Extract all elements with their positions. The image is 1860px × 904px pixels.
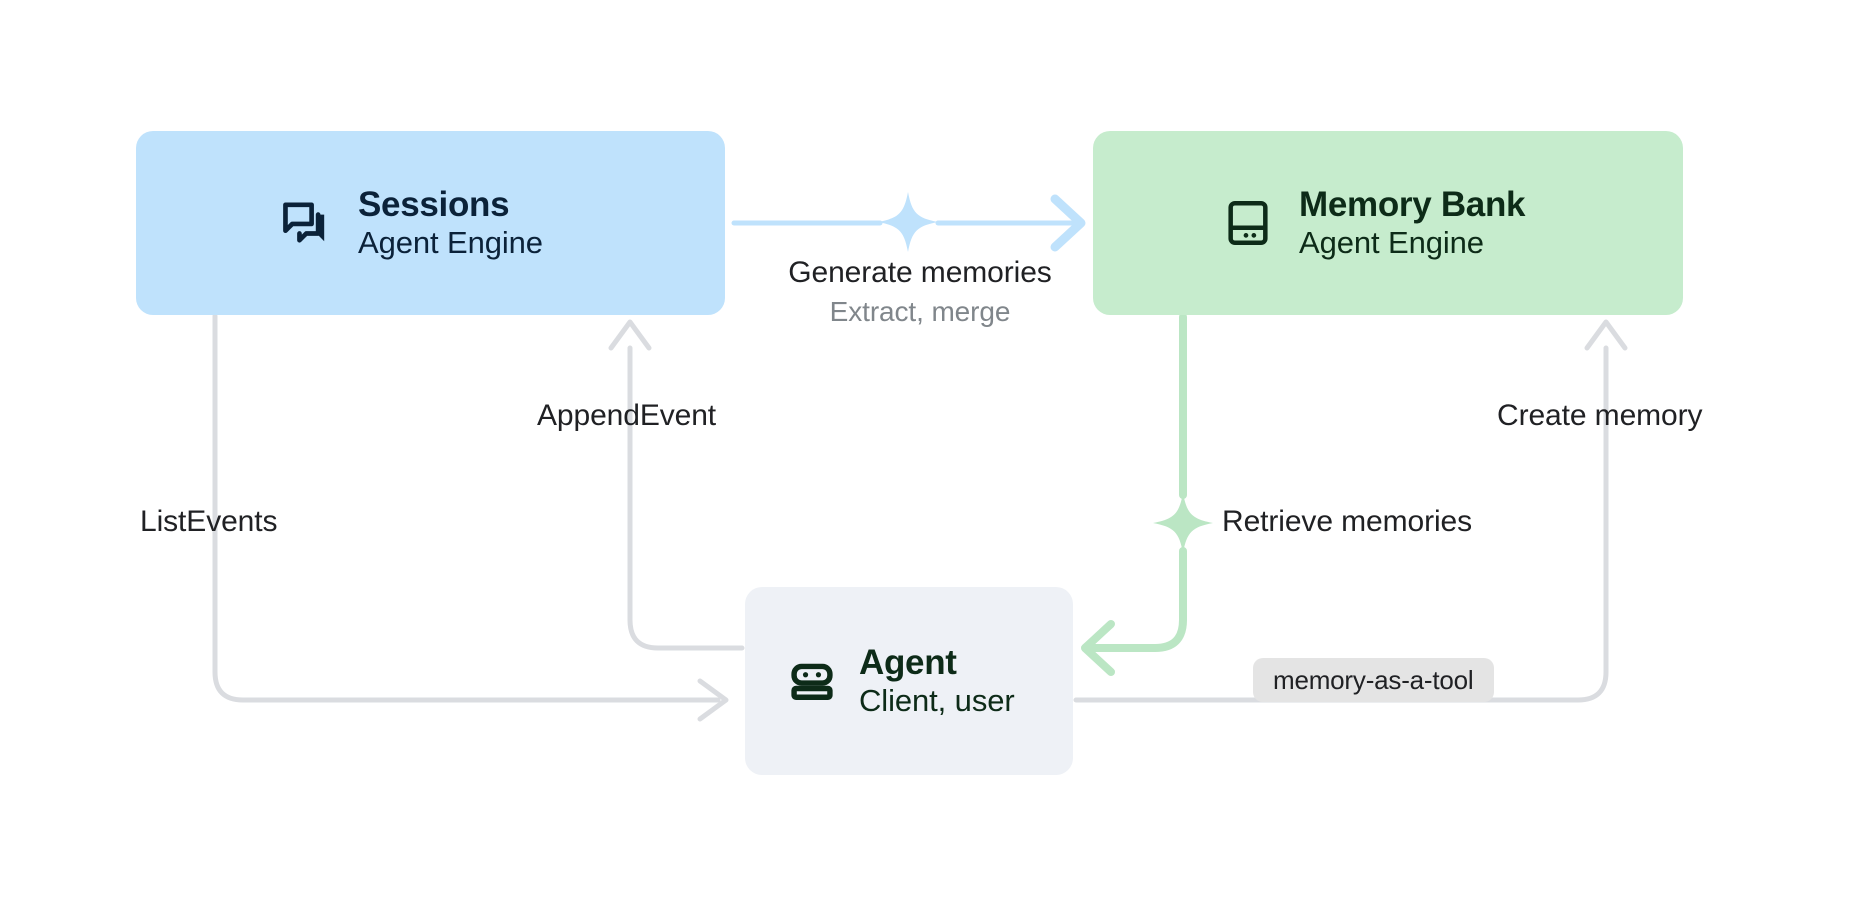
node-agent[interactable]: Agent Client, user bbox=[745, 587, 1073, 775]
database-drive-icon bbox=[1221, 196, 1275, 250]
sparkle-icon bbox=[1153, 493, 1213, 553]
edge-label-append-event: AppendEvent bbox=[537, 399, 717, 432]
edge-append-event bbox=[608, 319, 745, 651]
memory-as-a-tool-badge: memory-as-a-tool bbox=[1253, 658, 1494, 702]
edge-label-generate-memories-text: Generate memories bbox=[788, 256, 1052, 289]
edge-label-create-memory: Create memory bbox=[1497, 399, 1703, 432]
memory-as-a-tool-badge-label: memory-as-a-tool bbox=[1273, 664, 1474, 695]
node-memory-bank[interactable]: Memory Bank Agent Engine bbox=[1093, 131, 1683, 315]
chat-bubbles-icon bbox=[278, 195, 334, 251]
node-agent-title: Agent bbox=[859, 643, 957, 683]
robot-icon bbox=[787, 656, 837, 706]
edge-list-events bbox=[212, 313, 729, 722]
edge-label-retrieve-memories: Retrieve memories bbox=[1222, 505, 1473, 538]
node-memory-bank-title: Memory Bank bbox=[1299, 185, 1526, 225]
edge-generate-memories bbox=[731, 192, 1086, 252]
sparkle-icon bbox=[878, 192, 938, 252]
edge-label-generate-memories-sub: Extract, merge bbox=[829, 296, 1011, 327]
node-sessions[interactable]: Sessions Agent Engine bbox=[136, 131, 725, 315]
node-sessions-title: Sessions bbox=[358, 185, 510, 225]
edge-label-list-events: ListEvents bbox=[140, 505, 278, 538]
node-memory-bank-subtitle: Agent Engine bbox=[1299, 225, 1484, 261]
node-sessions-subtitle: Agent Engine bbox=[358, 225, 543, 261]
node-agent-subtitle: Client, user bbox=[859, 683, 1015, 719]
edge-label-generate-memories: Generate memories Extract, merge bbox=[770, 256, 1070, 328]
edge-retrieve-memories bbox=[1081, 313, 1213, 676]
